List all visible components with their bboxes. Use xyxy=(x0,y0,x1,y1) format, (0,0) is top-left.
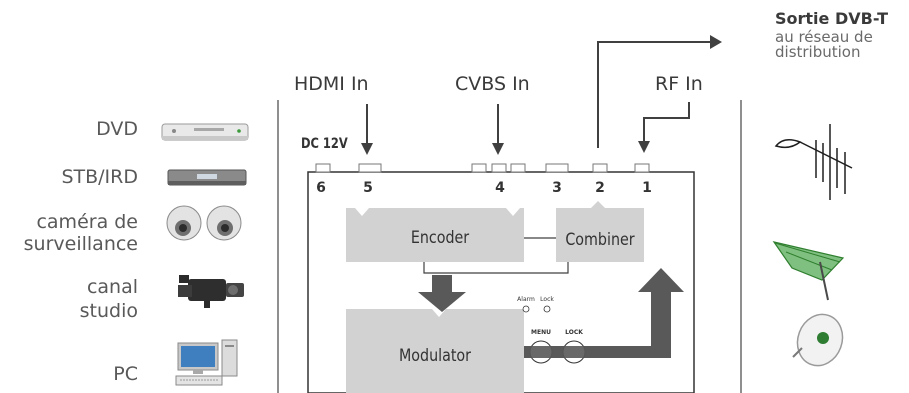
port-connector-4a xyxy=(471,163,487,173)
label-studio-line2: studio xyxy=(79,300,138,322)
alarm-indicator-label: Alarm xyxy=(517,296,535,303)
label-stb-ird: STB/IRD xyxy=(61,166,138,188)
indicator-labels: Alarm Lock xyxy=(517,296,554,303)
port-connector-5 xyxy=(358,163,382,173)
input-arrow-lines xyxy=(366,41,712,148)
port-number-2: 2 xyxy=(595,180,605,196)
encoder-to-modulator-arrow xyxy=(418,275,466,312)
output-title: Sortie DVB-T xyxy=(775,9,889,28)
output-arrow-head xyxy=(710,35,722,49)
output-arrow-line xyxy=(597,41,712,148)
lock-button-label: LOCK xyxy=(565,329,583,336)
port-connector-4b xyxy=(491,163,507,173)
combiner-label: Combiner xyxy=(565,229,635,250)
output-path-overlay xyxy=(524,346,651,358)
port-connector-3 xyxy=(545,163,569,173)
menu-button-label: MENU xyxy=(531,329,551,336)
port-number-1: 1 xyxy=(642,180,652,196)
button-labels: MENU LOCK xyxy=(531,329,583,336)
rf-arrow-head xyxy=(638,141,650,153)
label-camera-line2: surveillance xyxy=(23,233,138,255)
output-subtitle-line2: distribution xyxy=(775,43,861,61)
input-arrow-heads xyxy=(361,35,722,155)
port-connector-6 xyxy=(315,163,331,173)
label-dvd: DVD xyxy=(96,118,138,140)
signal-lines xyxy=(423,237,569,274)
cvbs-arrow-head xyxy=(492,143,504,155)
dvd-player-icon xyxy=(161,123,249,141)
label-rf-in: RF In xyxy=(655,73,703,95)
port-number-6: 6 xyxy=(316,180,326,196)
uhf-antenna-icon xyxy=(772,241,845,301)
port-number-5: 5 xyxy=(363,180,373,196)
port-number-4: 4 xyxy=(495,180,505,196)
label-hdmi-in: HDMI In xyxy=(294,73,369,95)
encoder-label: Encoder xyxy=(411,227,470,248)
feedback-line xyxy=(423,262,569,274)
hdmi-arrow-head xyxy=(361,143,373,155)
encoder-block xyxy=(346,208,524,262)
port-numbers: 6 5 4 3 2 1 xyxy=(316,180,652,196)
label-dc-12v: DC 12V xyxy=(301,136,348,152)
satellite-dish-icon xyxy=(792,313,844,367)
modulator-block xyxy=(346,309,524,393)
lock-indicator-label: Lock xyxy=(540,296,554,303)
port-connector-2 xyxy=(592,163,608,173)
label-studio-line1: canal xyxy=(86,276,138,298)
port-connectors xyxy=(315,163,650,173)
port-connector-1 xyxy=(634,163,650,173)
output-subtitle: au réseau de distribution xyxy=(775,30,909,60)
rf-arrow-line xyxy=(643,102,690,143)
label-pc: PC xyxy=(113,363,138,385)
modulator-to-combiner-arrow xyxy=(524,268,684,358)
output-subtitle-line1: au réseau de xyxy=(775,28,873,46)
port-connector-4c xyxy=(510,163,526,173)
alarm-led xyxy=(522,305,530,313)
combiner-block xyxy=(556,201,644,262)
port-number-3: 3 xyxy=(552,180,562,196)
studio-camera-icon xyxy=(178,275,244,308)
modulator-label: Modulator xyxy=(399,345,472,366)
lock-led xyxy=(543,305,551,313)
label-camera-line1: caméra de xyxy=(36,211,138,233)
yagi-antenna-icon xyxy=(774,124,853,200)
surveillance-camera-icon xyxy=(166,205,242,241)
label-cvbs-in: CVBS In xyxy=(455,73,530,95)
stb-receiver-icon xyxy=(167,169,247,186)
pc-icon xyxy=(175,339,238,386)
